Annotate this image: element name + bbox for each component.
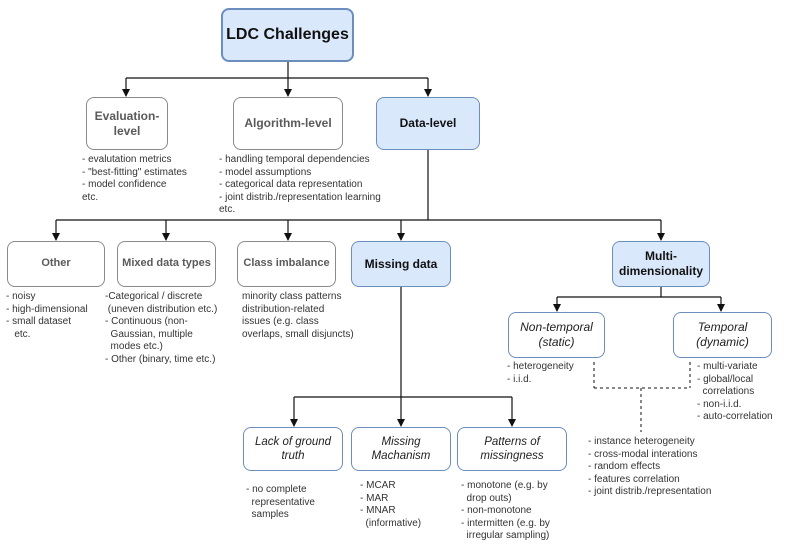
non-temporal-notes: - heterogeneity - i.i.d. (507, 361, 574, 385)
evaluation-level-notes: - evalutation metrics - "best-fitting" e… (82, 154, 187, 203)
patterns-of-missingness-label: Patterns of missingness (480, 435, 544, 462)
shared-dimension-notes: - instance heterogeneity - cross-modal i… (588, 436, 712, 498)
root-label: LDC Challenges (226, 26, 349, 43)
missing-mechanism-label: Missing Machanism (371, 435, 431, 462)
missing-data-label: Missing data (364, 256, 438, 271)
multidimensionality-node: Multi- dimensionality (612, 241, 710, 287)
data-level-label: Data-level (399, 116, 457, 130)
lack-of-ground-truth-node: Lack of ground truth (243, 427, 343, 471)
non-temporal-node: Non-temporal (static) (508, 312, 605, 358)
lack-of-ground-truth-label: Lack of ground truth (254, 435, 332, 462)
patterns-of-missingness-node: Patterns of missingness (457, 427, 567, 471)
other-label: Other (41, 257, 71, 270)
evaluation-level-label: Evaluation-level (94, 108, 160, 138)
missing-mechanism-notes: - MCAR - MAR - MNAR (informative) (360, 480, 422, 529)
class-imbalance-label: Class imbalance (243, 257, 330, 270)
algorithm-level-node: Algorithm-level (233, 97, 343, 150)
non-temporal-label: Non-temporal (static) (520, 320, 593, 349)
algorithm-level-label: Algorithm-level (244, 116, 332, 130)
temporal-notes: - multi-variate - global/local correlati… (697, 361, 773, 423)
other-node: Other (7, 241, 105, 287)
evaluation-level-node: Evaluation-level (86, 97, 168, 150)
class-imbalance-node: Class imbalance (237, 241, 336, 287)
algorithm-level-notes: - handling temporal dependencies - model… (219, 154, 381, 216)
class-imbalance-notes: minority class patterns distribution-rel… (242, 291, 354, 340)
other-notes: - noisy - high-dimensional - small datas… (6, 291, 88, 340)
multidimensionality-label: Multi- dimensionality (618, 249, 704, 278)
temporal-node: Temporal (dynamic) (673, 312, 772, 358)
missing-mechanism-node: Missing Machanism (351, 427, 451, 471)
root-node: LDC Challenges (221, 8, 354, 62)
data-level-node: Data-level (376, 97, 480, 150)
patterns-of-missingness-notes: - monotone (e.g. by drop outs) - non-mon… (461, 480, 550, 542)
mixed-data-types-node: Mixed data types (117, 241, 216, 287)
mixed-data-types-label: Mixed data types (122, 257, 211, 270)
temporal-label: Temporal (dynamic) (696, 320, 749, 349)
mixed-data-types-notes: -Categorical / discrete (uneven distribu… (105, 291, 218, 365)
lack-of-ground-truth-notes: - no complete representative samples (246, 484, 315, 521)
missing-data-node: Missing data (351, 241, 451, 287)
